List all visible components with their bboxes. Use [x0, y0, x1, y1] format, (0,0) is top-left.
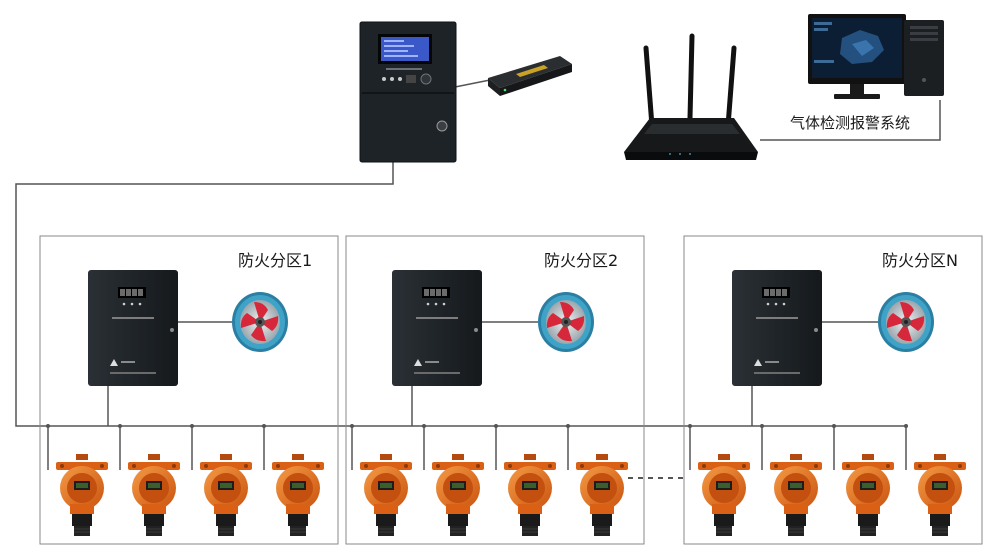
- exhaust-fan-1: [232, 292, 288, 352]
- gas-detector: [55, 453, 109, 537]
- zone-controller-1: [88, 270, 178, 386]
- zone-label-n: 防火分区N: [882, 251, 958, 270]
- zone-label-2: 防火分区2: [544, 251, 618, 270]
- gas-detector: [127, 453, 181, 537]
- zone-box-2: [345, 235, 645, 545]
- bus-nodes: [46, 424, 908, 428]
- router: [624, 33, 758, 160]
- zone-label-1: 防火分区1: [238, 251, 312, 270]
- zone-box-1: [39, 235, 339, 545]
- gas-detector: [769, 453, 823, 537]
- exhaust-fan-n: [878, 292, 934, 352]
- main-trunk-line: [15, 162, 906, 427]
- monitoring-computer: [808, 14, 944, 99]
- main-alarm-controller: [359, 21, 457, 163]
- router-to-computer-line: [760, 100, 941, 141]
- gas-detector: [431, 453, 485, 537]
- zone-box-n: [683, 235, 983, 545]
- system-label: 气体检测报警系统: [790, 114, 910, 132]
- gas-detector: [271, 453, 325, 537]
- gas-detector: [575, 453, 629, 537]
- zone-controller-2: [392, 270, 482, 386]
- gas-detector: [359, 453, 413, 537]
- gas-detector: [913, 453, 967, 537]
- communication-module: [488, 56, 572, 96]
- gas-detector: [697, 453, 751, 537]
- wiring: [15, 79, 941, 470]
- exhaust-fan-2: [538, 292, 594, 352]
- gas-detector: [841, 453, 895, 537]
- gas-detector: [503, 453, 557, 537]
- gas-detector: [199, 453, 253, 537]
- controller-to-module-line: [454, 79, 491, 88]
- zone-controller-n: [732, 270, 822, 386]
